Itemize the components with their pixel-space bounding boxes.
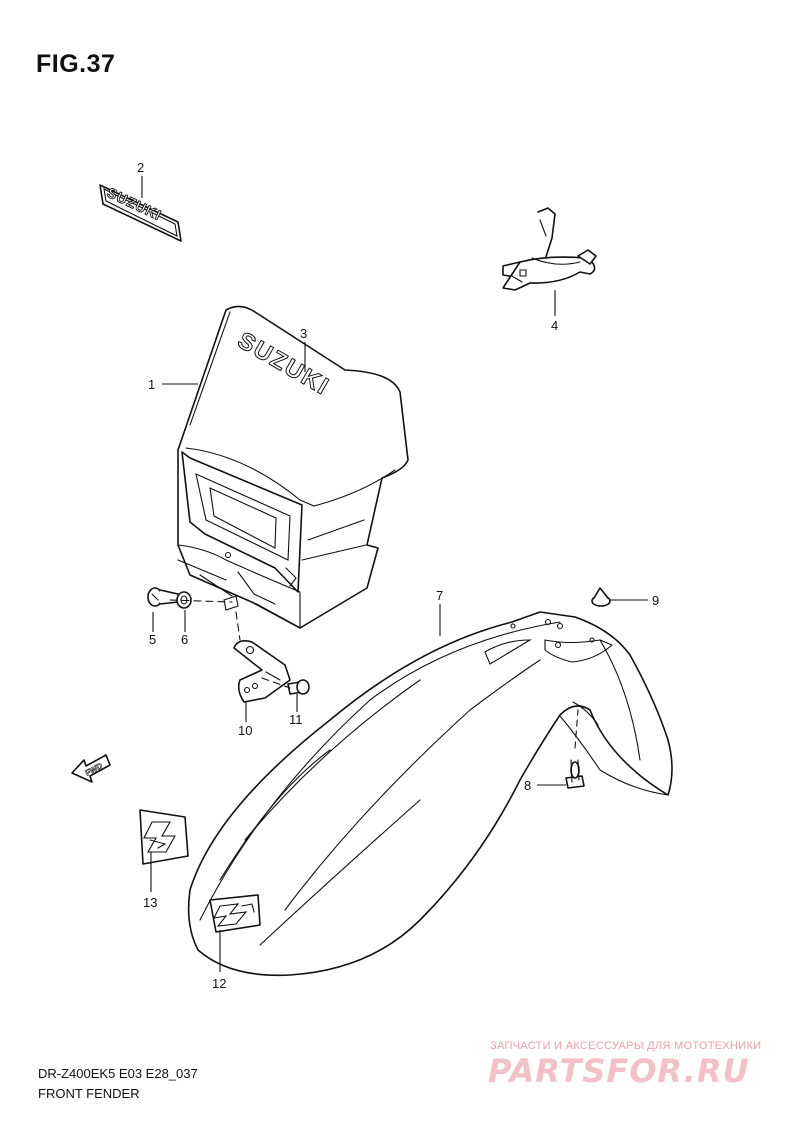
watermark-tagline: ЗАПЧАСТИ И АКСЕССУАРЫ ДЛЯ МОТОТЕХНИКИ xyxy=(490,1040,762,1052)
part-1-headlight-cowl: SUZUKI xyxy=(177,305,409,629)
figure-title: FIG.37 xyxy=(36,50,116,78)
fwd-direction-arrow: FWD xyxy=(71,754,111,783)
part-13-decal xyxy=(139,809,189,865)
model-code: DR-Z400EK5 E03 E28_037 xyxy=(38,1066,198,1081)
watermark-logo: PARTSFOR.RU xyxy=(488,1052,750,1090)
part-5-screw xyxy=(147,587,179,607)
callout-7: 7 xyxy=(436,588,443,603)
callout-leaders xyxy=(141,176,648,972)
part-12-decal xyxy=(209,894,261,933)
section-name: FRONT FENDER xyxy=(38,1086,140,1101)
callout-13: 13 xyxy=(143,895,157,910)
part-10-bracket-plate xyxy=(233,640,291,703)
part-8-bolt xyxy=(565,709,585,789)
part-11-bolt xyxy=(287,679,310,695)
callout-4: 4 xyxy=(551,318,558,333)
part-7-front-fender xyxy=(187,611,673,977)
callout-11: 11 xyxy=(289,712,303,727)
callout-1: 1 xyxy=(148,377,155,392)
callout-12: 12 xyxy=(212,976,226,991)
callout-6: 6 xyxy=(181,632,188,647)
callout-2: 2 xyxy=(137,160,144,175)
callout-5: 5 xyxy=(149,632,156,647)
callout-8: 8 xyxy=(524,778,531,793)
callout-9: 9 xyxy=(652,593,659,608)
callout-3: 3 xyxy=(300,326,307,341)
part-2-emblem: SUZUKI xyxy=(99,184,182,242)
part-4-bracket xyxy=(502,207,597,291)
part-9-grommet xyxy=(591,587,611,607)
callout-10: 10 xyxy=(238,723,252,738)
